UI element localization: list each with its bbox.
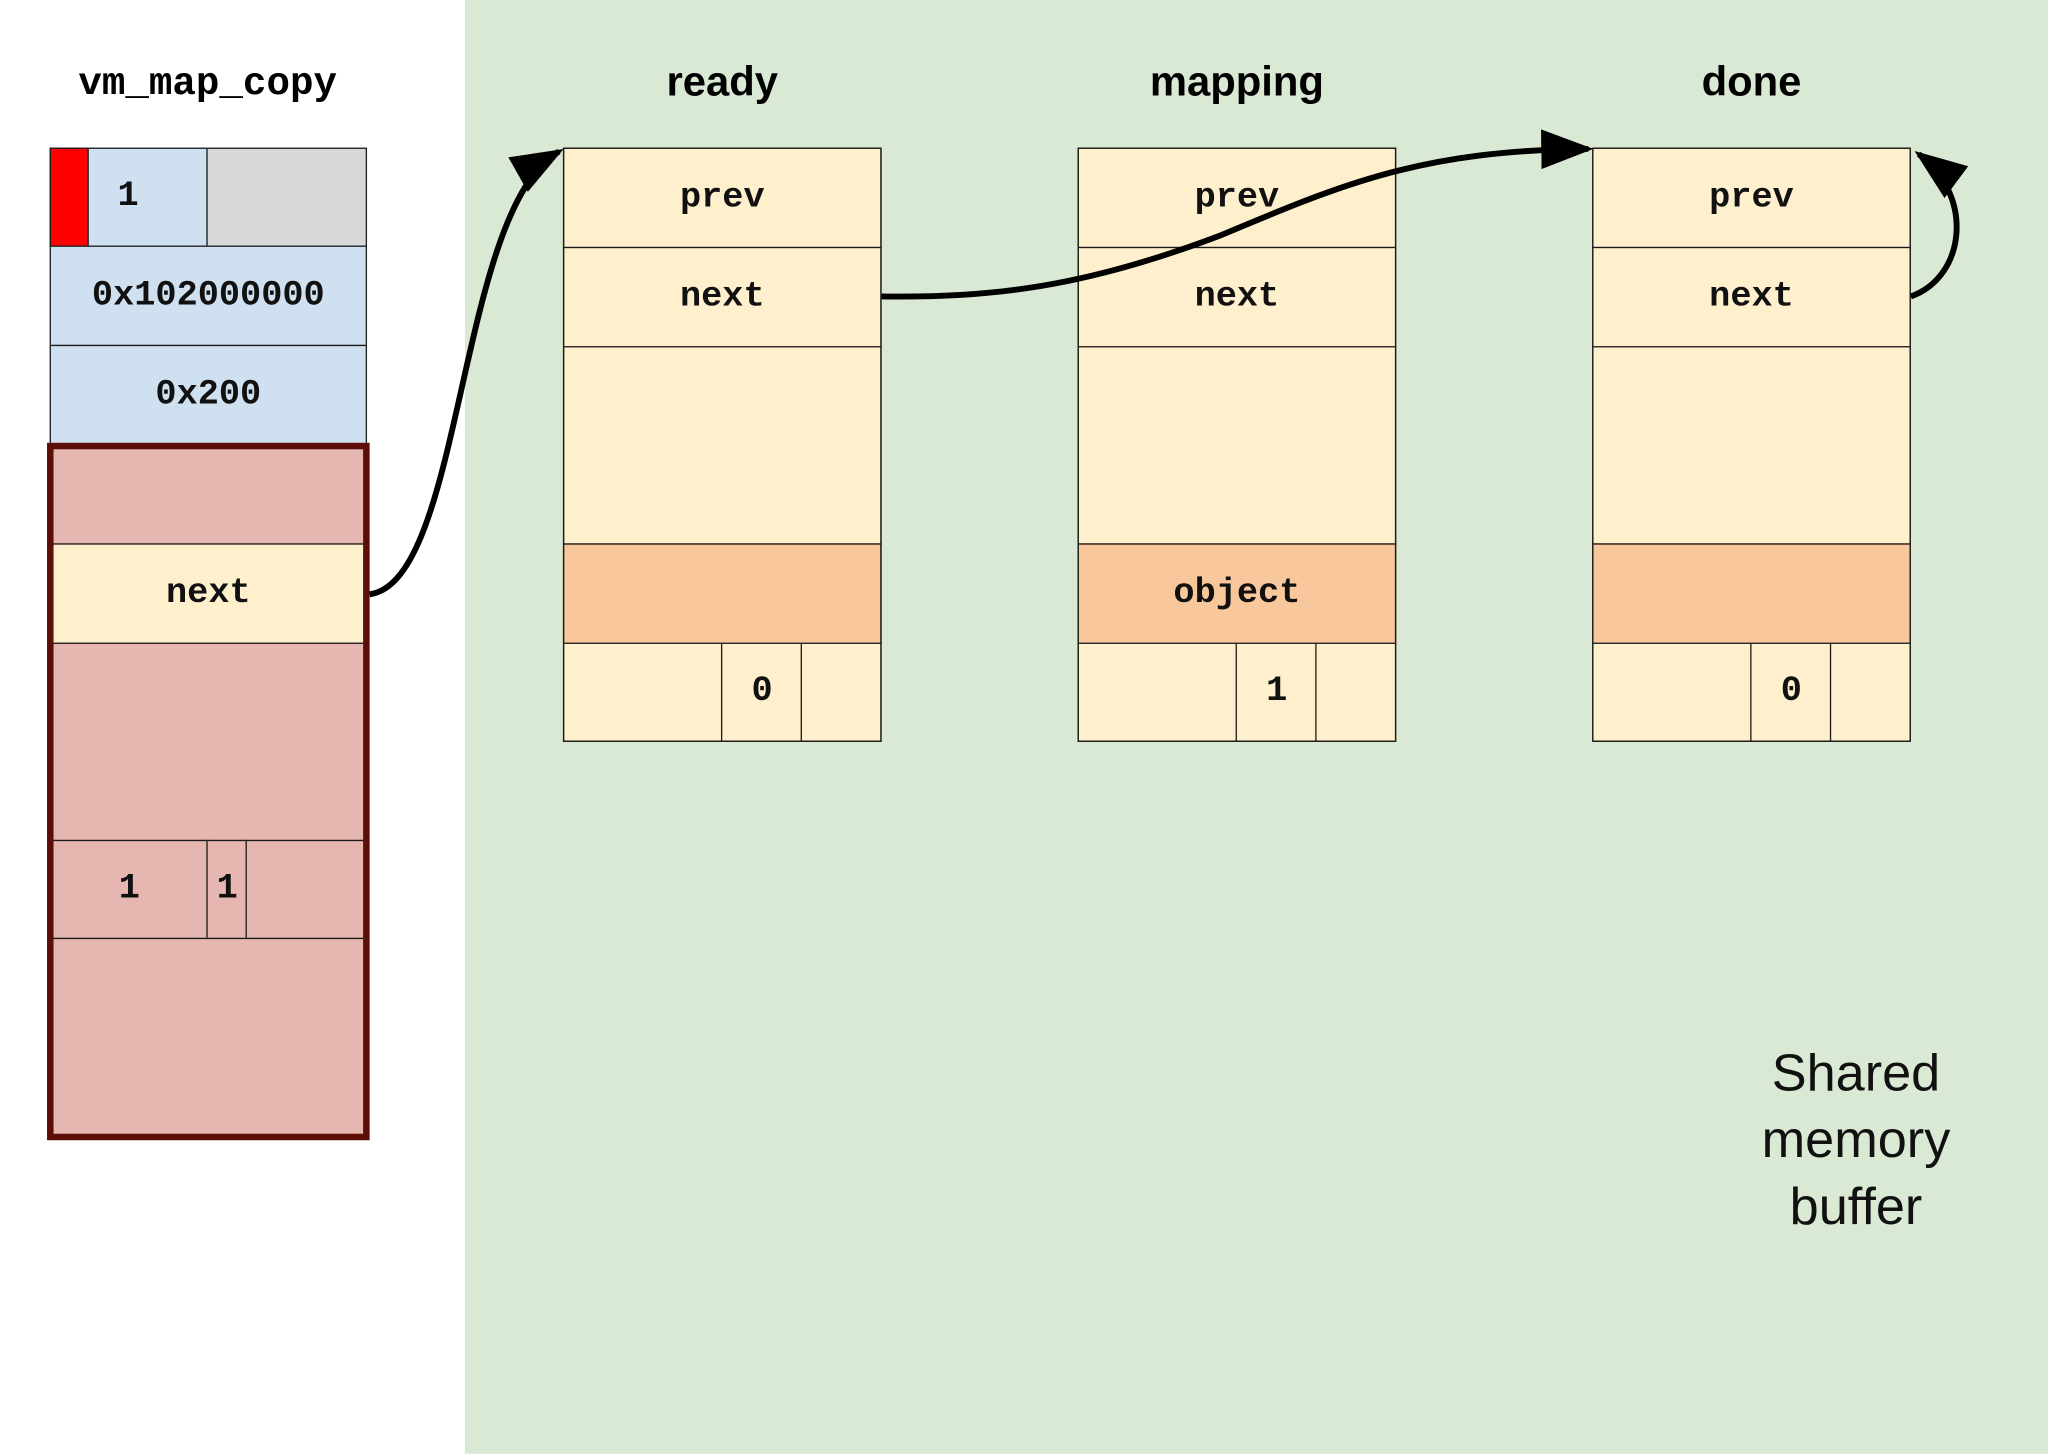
copy-next-field: next	[49, 543, 368, 644]
done-prev-field: prev	[1592, 147, 1911, 249]
mapping-node-title: mapping	[1149, 57, 1324, 105]
done-flag-left	[1592, 642, 1753, 742]
mapping-flag-right	[1315, 642, 1397, 742]
region-label-line-1: Shared	[1771, 1044, 1941, 1103]
ready-flag-right	[800, 642, 882, 742]
mapping-body	[1077, 346, 1397, 545]
copy-flag-a: 1	[49, 839, 209, 940]
done-object-field	[1592, 543, 1911, 644]
ready-prev-field: prev	[562, 147, 882, 249]
copy-entry-header	[49, 444, 368, 545]
mapping-prev-field: prev	[1077, 147, 1397, 249]
copy-type-value: 1	[87, 147, 209, 247]
ready-object-field	[562, 543, 882, 644]
copy-entry-tail	[49, 937, 368, 1139]
shared-memory-buffer-label: Shared memory buffer	[1698, 1041, 2014, 1241]
vm-map-copy-title: vm_map_copy	[78, 62, 337, 108]
mapping-next-field: next	[1077, 246, 1397, 348]
ready-flag-value: 0	[720, 642, 804, 742]
region-label-line-3: buffer	[1789, 1178, 1923, 1236]
done-next-field: next	[1592, 246, 1911, 348]
ready-flag-left	[562, 642, 724, 742]
ready-next-field: next	[562, 246, 882, 348]
mapping-object-field: object	[1077, 543, 1397, 644]
copy-entry-body	[49, 642, 368, 842]
region-label-line-2: memory	[1761, 1111, 1951, 1169]
copy-flag-b: 1	[206, 839, 249, 940]
mapping-flag-value: 1	[1235, 642, 1318, 742]
done-node-title: done	[1701, 57, 1802, 105]
copy-flag-padding	[245, 839, 368, 940]
ready-node-title: ready	[666, 57, 779, 105]
done-body	[1592, 346, 1911, 545]
mapping-flag-left	[1077, 642, 1239, 742]
done-flag-value: 0	[1750, 642, 1833, 742]
done-flag-right	[1829, 642, 1911, 742]
copy-size-field: 0x200	[49, 344, 368, 446]
copy-header-padding	[206, 147, 368, 247]
ready-body	[562, 346, 882, 545]
copy-type-marker	[49, 147, 91, 247]
copy-address-field: 0x102000000	[49, 245, 368, 347]
